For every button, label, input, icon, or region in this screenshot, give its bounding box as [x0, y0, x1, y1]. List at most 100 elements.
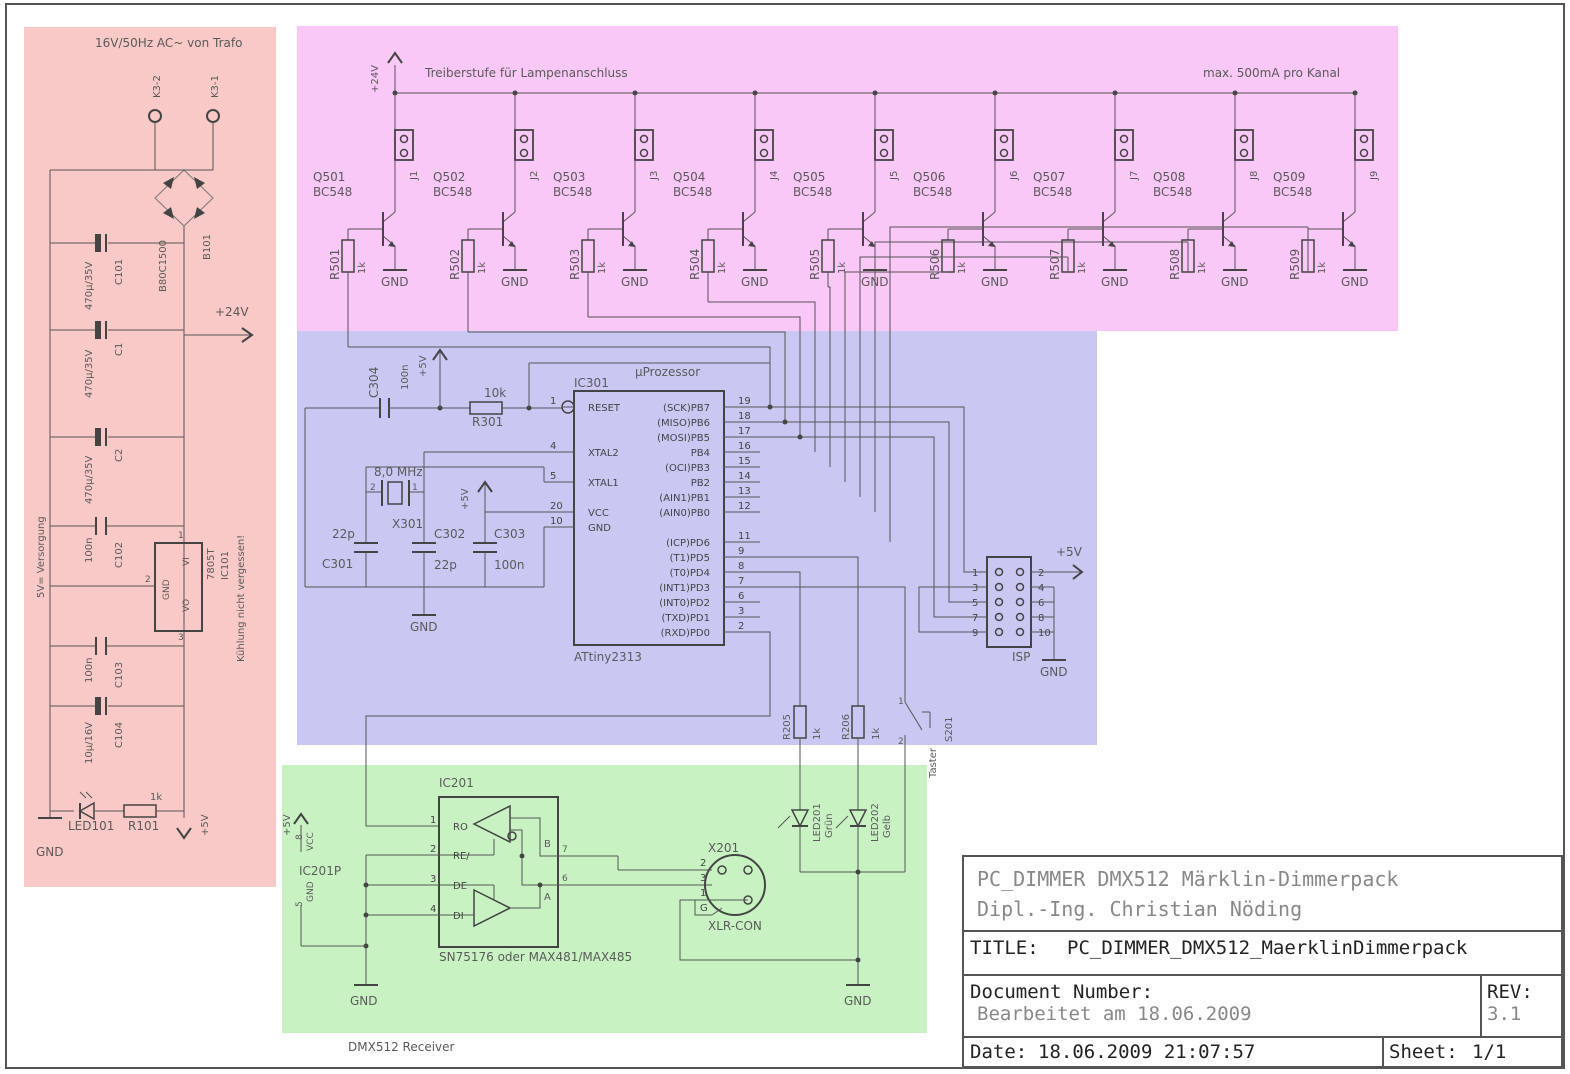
c104-val: 10µ/16V	[84, 722, 95, 764]
c103-val: 100n	[84, 658, 95, 683]
xlr-pin-num: G	[700, 903, 708, 914]
ic301-pin-name: PB4	[691, 448, 710, 459]
voltage-regulator	[50, 542, 203, 632]
k3-2-label: K3-2	[152, 75, 163, 98]
reg-val: 7805T	[206, 548, 217, 580]
ic201p-plus5: +5V	[282, 814, 293, 836]
ic301-pin-num: 5	[550, 471, 556, 482]
resistor-ref: R509	[1288, 249, 1302, 280]
ic301-pin-num: 11	[738, 531, 751, 542]
dmx-receiver: IC201 SN75176 oder MAX481/MAX485 RO1RE/2…	[282, 738, 905, 1008]
resistor-val: 1k	[357, 262, 368, 274]
docnum-value: Bearbeitet am 18.06.2009	[977, 1003, 1252, 1025]
ic301-pin-name: XTAL2	[588, 448, 619, 459]
k3-1-label: K3-1	[210, 75, 221, 98]
ic301-pin-name: GND	[588, 523, 611, 534]
transistor-gnd: GND	[1101, 275, 1129, 289]
resistor-val: 1k	[1197, 262, 1208, 274]
ic301-pin-num: 16	[738, 441, 751, 452]
c301-ref: C301	[322, 557, 353, 571]
xtal-p2: 2	[370, 483, 376, 493]
ic301-pin-num: 20	[550, 501, 563, 512]
transistor-ref: Q501	[313, 170, 345, 184]
transistor-type: BC548	[1033, 185, 1072, 199]
led101-ref: LED101	[68, 819, 114, 833]
transistor-type: BC548	[433, 185, 472, 199]
c304-ref: C304	[367, 367, 381, 398]
c2-capacitor	[50, 428, 184, 446]
reg-pin1: 1	[178, 531, 184, 541]
ic301-pin-name: (OCI)PB3	[665, 463, 710, 474]
reg-note: Kühlung nicht vergessen!	[236, 535, 247, 662]
date-value: 18.06.2009 21:07:57	[1038, 1041, 1255, 1063]
s201-ref: S201	[944, 717, 955, 742]
xlr-connector	[704, 854, 766, 916]
transistor-ref: Q509	[1273, 170, 1305, 184]
isp-pin-left: 7	[972, 613, 978, 624]
ic301-pin-num: 3	[738, 606, 744, 617]
ic301-pin-num: 15	[738, 456, 751, 467]
pin-b-label: B	[544, 839, 551, 850]
plus5-label: +5V	[200, 814, 211, 836]
pin-a-label: A	[544, 892, 551, 903]
ic201p-gnd-pin: 5	[295, 901, 305, 907]
ic301-pin-num: 2	[738, 621, 744, 632]
reg-pin2: 2	[145, 575, 151, 585]
driver-region	[297, 26, 1398, 331]
ic301-pin-num: 17	[738, 426, 751, 437]
isp-pin-left: 3	[972, 583, 978, 594]
r206-val: 1k	[871, 728, 882, 740]
xlr-pin-num: 2	[700, 858, 706, 869]
ic201-pin-num: 1	[430, 815, 436, 826]
r206-ref: R206	[841, 714, 852, 740]
xlr-pin-num: 3	[700, 873, 706, 884]
title-block: PC_DIMMER DMX512 Märklin-Dimmerpack Dipl…	[962, 855, 1563, 1068]
isp-pin-right: 10	[1038, 628, 1051, 639]
ic301-pin-name: (SCK)PB7	[663, 403, 710, 414]
resistor-val: 1k	[597, 262, 608, 274]
led202	[848, 809, 868, 828]
resistor-val: 1k	[957, 262, 968, 274]
led202-val: Gelb	[882, 815, 893, 838]
c303-ref: C303	[494, 527, 525, 541]
ic201-pin-num: 3	[430, 874, 436, 885]
jumper-header	[1234, 129, 1254, 161]
r101-ref: R101	[128, 819, 159, 833]
xtal-ref: X301	[392, 517, 423, 531]
ic301-pin-name: (TXD)PD1	[661, 613, 710, 624]
transistor-type: BC548	[913, 185, 952, 199]
isp-pin-right: 6	[1038, 598, 1044, 609]
resistor-val: 1k	[1317, 262, 1328, 274]
r301-val: 10k	[484, 386, 506, 400]
s201-p2: 2	[898, 737, 904, 747]
c303-val: 100n	[494, 558, 525, 572]
xlr-ref: X201	[708, 841, 739, 855]
resistor-ref: R503	[568, 249, 582, 280]
transistor-ref: Q502	[433, 170, 465, 184]
dmx-gnd-left: GND	[350, 994, 378, 1008]
s201-p1: 1	[898, 697, 904, 707]
transistor-gnd: GND	[1221, 275, 1249, 289]
pin-a-num: 6	[562, 874, 568, 884]
power-supply: K3-2 K3-1 B101 B80C1500 +24V C101 470µ/3	[36, 75, 254, 859]
microcontroller-section: IC301 ATtiny2313 RESET1XTAL24XTAL15VCC20…	[304, 348, 1084, 872]
power-caption: 16V/50Hz AC~ von Trafo	[95, 36, 242, 50]
ic301-pin-name: (T0)PD4	[670, 568, 710, 579]
jumper-ref: J8	[1249, 171, 1260, 181]
c2-ref: C2	[114, 449, 125, 462]
isp-pin-right: 2	[1038, 568, 1044, 579]
power-gnd-label: GND	[36, 845, 64, 859]
attiny-body	[573, 390, 725, 646]
jumper-ref: J3	[649, 171, 660, 181]
ic301-pin-name: (INT1)PD3	[659, 583, 710, 594]
ic201-pin-name: DI	[453, 911, 464, 922]
s201-val: Taster	[928, 747, 939, 779]
s201-button	[904, 701, 931, 872]
ic201-pin-name: RO	[453, 822, 468, 833]
r301-ref: R301	[472, 415, 503, 429]
plus24-label: +24V	[215, 305, 249, 319]
